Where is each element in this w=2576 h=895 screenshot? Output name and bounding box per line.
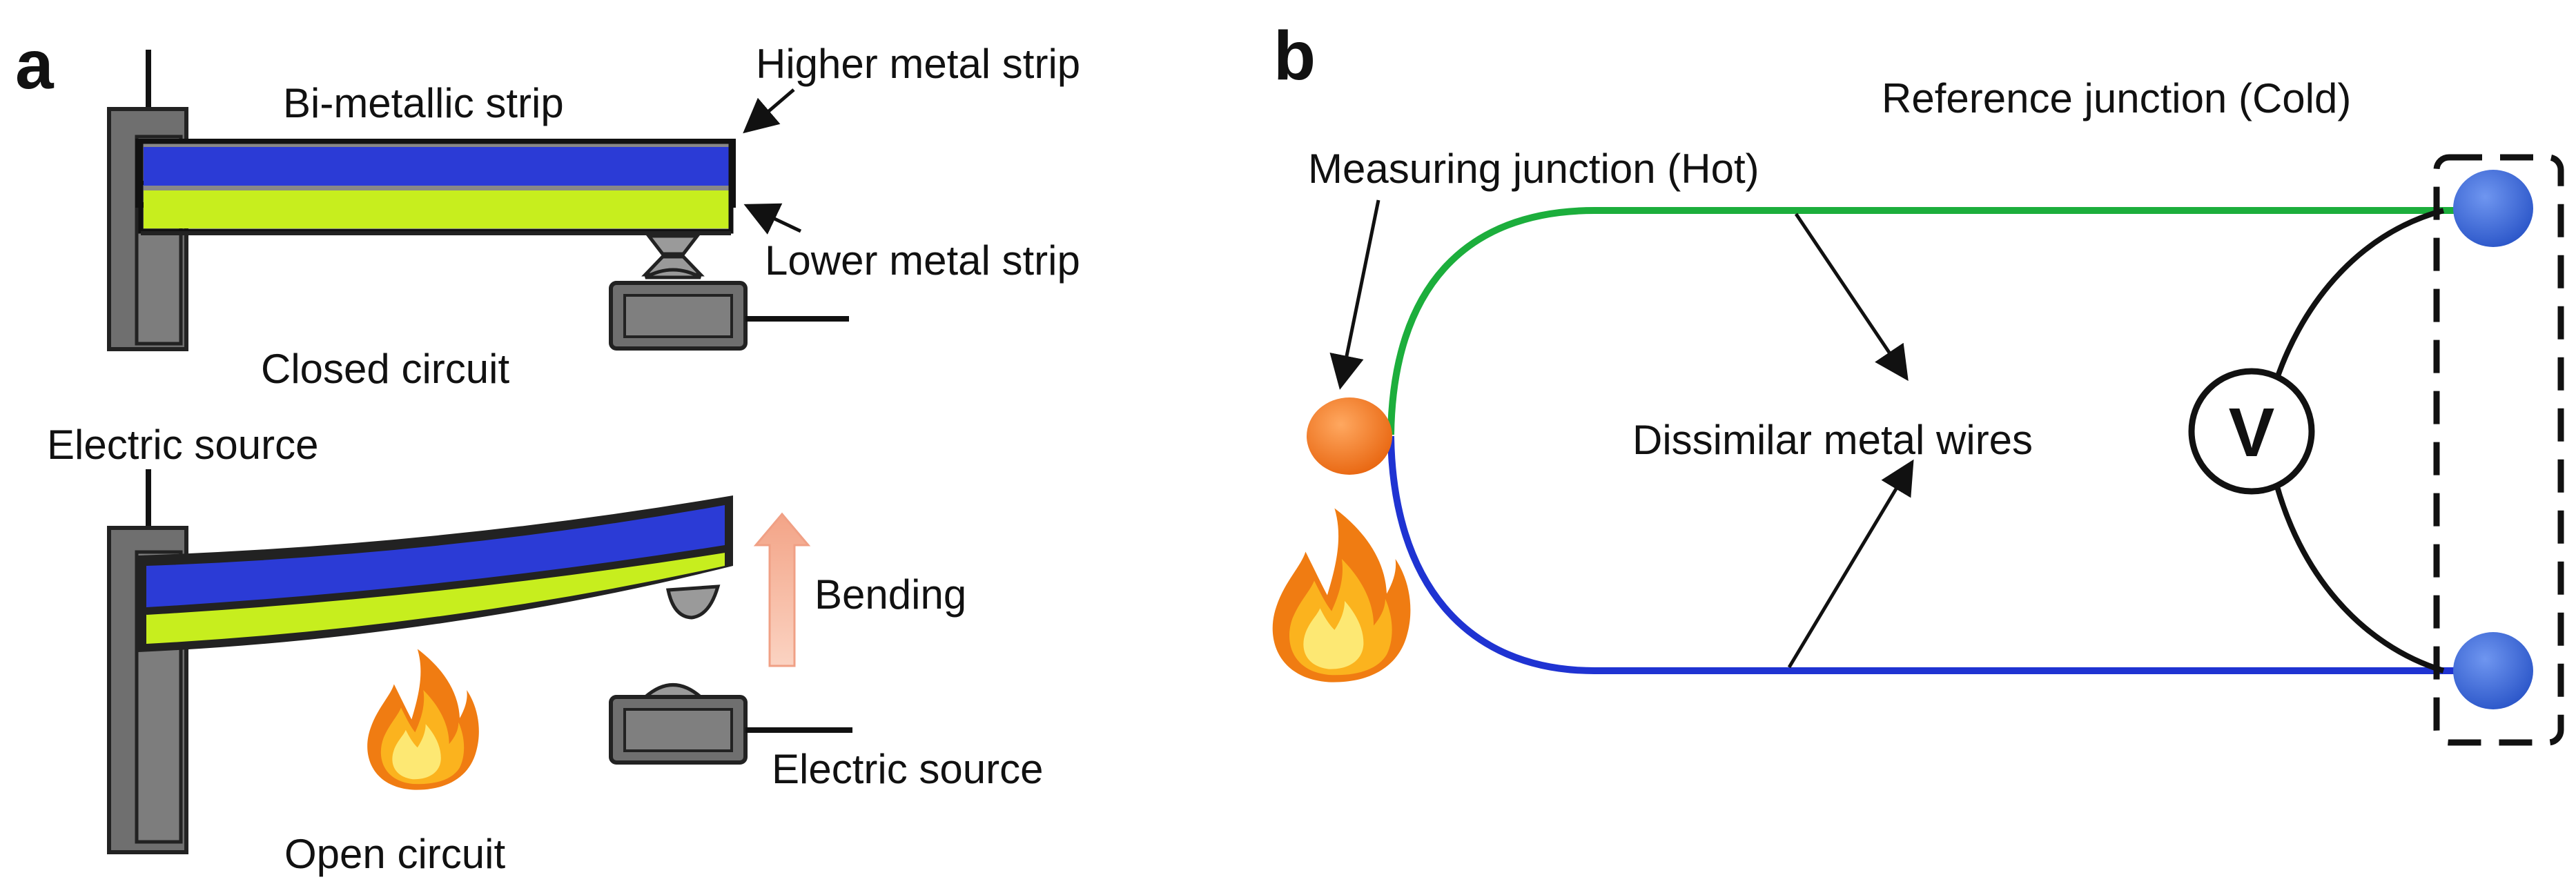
flame-icon: [367, 649, 479, 790]
wires-arrow-top: [1794, 213, 1909, 382]
bending-label: Bending: [814, 571, 966, 618]
panel-a-letter: a: [15, 26, 55, 104]
closed-circuit-label: Closed circuit: [261, 346, 509, 392]
upper-metal-strip: [144, 147, 729, 186]
dissimilar-wires-label: Dissimilar metal wires: [1632, 417, 2033, 463]
lower-metal-strip: [144, 190, 729, 228]
higher-metal-strip-label: Higher metal strip: [756, 41, 1080, 87]
lower-metal-strip-label: Lower metal strip: [765, 237, 1080, 284]
measuring-junction-arrow: [1329, 199, 1380, 390]
top-upper-contact: [645, 234, 701, 256]
voltmeter-lead-top: [2272, 208, 2445, 388]
voltmeter-symbol: V: [2229, 394, 2275, 471]
top-contact-base-inner: [623, 294, 733, 338]
measuring-junction-dot: [1307, 397, 1392, 475]
reference-junction-label: Reference junction (Cold): [1882, 75, 2351, 121]
lower-strip-arrow: [743, 203, 802, 235]
green-metal-wire: [1387, 207, 2457, 435]
top-contact-dome: [644, 268, 702, 279]
voltmeter-icon: [2188, 368, 2315, 495]
cold-junction-bottom-dot: [2453, 632, 2533, 709]
arrow-up-icon: [753, 512, 811, 667]
bimetallic-strip-label: Bi-metallic strip: [283, 80, 564, 126]
bottom-contact-base-inner: [623, 708, 733, 752]
reference-junction-box: [2433, 154, 2564, 746]
wires-arrow-bottom: [1787, 459, 1914, 669]
open-circuit-assembly: [107, 469, 852, 854]
blue-metal-wire: [1387, 435, 2457, 674]
electric-source-right-label: Electric source: [772, 746, 1043, 792]
panel-a: a Bi-metallic strip Higher metal strip L…: [15, 26, 1080, 877]
top-strip-bottom-edge: [141, 231, 731, 235]
panel-b-letter: b: [1274, 17, 1316, 95]
bent-lower-metal: [146, 552, 725, 644]
closed-circuit-assembly: [107, 50, 849, 351]
panel-b: b Reference junction (Cold) Measuring ju…: [1272, 17, 2564, 746]
measuring-junction-label: Measuring junction (Hot): [1308, 146, 1759, 192]
flame-icon: [1272, 508, 1411, 682]
bent-strip-divider: [146, 549, 725, 615]
electric-source-left-label: Electric source: [47, 422, 318, 468]
bent-upper-metal: [146, 505, 725, 607]
voltmeter-lead-bottom: [2272, 475, 2445, 673]
bottom-upper-contact: [665, 584, 721, 620]
open-circuit-label: Open circuit: [284, 831, 505, 877]
cold-junction-top-dot: [2453, 170, 2533, 247]
higher-strip-arrow: [743, 88, 795, 134]
